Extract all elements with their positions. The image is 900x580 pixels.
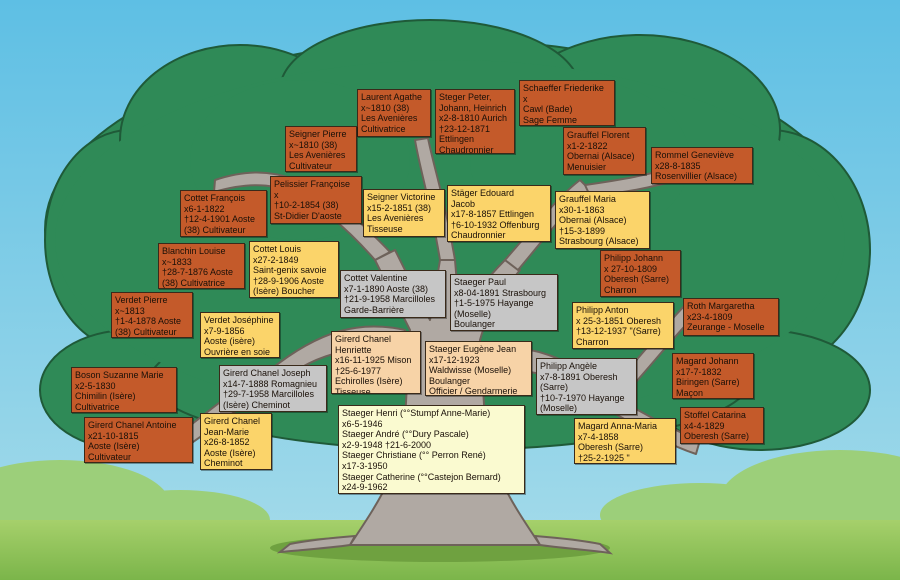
person-box-rommel-genevieve: Rommel Geneviève x28-8-1835 Rosenvillier… (651, 147, 753, 184)
tree-roots (276, 534, 614, 555)
person-box-philipp-anton: Philipp Anton x 25-3-1851 Oberesh †13-12… (572, 302, 674, 349)
person-box-cottet-valentine: Cottet Valentine x7-1-1890 Aoste (38) †2… (340, 270, 446, 318)
person-box-schaeffer-friederike: Schaeffer Friederike x Cawl (Bade) Sage … (519, 80, 615, 126)
person-box-cottet-francois: Cottet François x6-1-1822 †12-4-1901 Aos… (180, 190, 267, 237)
person-box-blanchin-louise: Blanchin Louise x~1833 †28-7-1876 Aoste … (158, 243, 245, 289)
person-box-boson-suzanne: Boson Suzanne Marie x2-5-1830 Chimilin (… (71, 367, 177, 413)
person-box-verdet-pierre: Verdet Pierre x~1813 †1-4-1878 Aoste (38… (111, 292, 193, 338)
person-box-laurent-agathe: Laurent Agathe x~1810 (38) Les Avenières… (357, 89, 431, 137)
person-box-cottet-louis: Cottet Louis x27-2-1849 Saint-genix savo… (249, 241, 339, 298)
person-box-girerd-antoine: Girerd Chanel Antoine x21-10-1815 Aoste … (84, 417, 193, 463)
person-box-stoffel-catarina: Stoffel Catarina x4-4-1829 Oberesh (Sarr… (680, 407, 764, 444)
person-box-philipp-johann: Philipp Johann x 27-10-1809 Oberesh (Sar… (600, 250, 681, 297)
person-box-steger-peter: Steger Peter, Johann, Heinrich x2-8-1810… (435, 89, 515, 154)
person-box-seigner-victorine: Seigner Victorine x15-2-1851 (38) Les Av… (363, 189, 445, 237)
person-box-verdet-josephine: Verdet Joséphine x7-9-1856 Aoste (isère)… (200, 312, 280, 358)
person-box-magard-johann: Magard Johann x17-7-1832 Biringen (Sarre… (672, 353, 754, 399)
person-box-girerd-joseph: Girerd Chanel Joseph x14-7-1888 Romagnie… (219, 365, 327, 412)
person-box-pelissier-francoise: Pelissier Françoise x †10-2-1854 (38) St… (270, 176, 362, 224)
person-box-grauffel-maria: Grauffel Maria x30-1-1863 Obernai (Alsac… (555, 191, 650, 249)
person-box-magard-anna-maria: Magard Anna-Maria x7-4-1858 Oberesh (Sar… (574, 418, 676, 464)
person-box-stager-edouard: Stäger Edouard Jacob x17-8-1857 Ettlinge… (447, 185, 551, 242)
person-box-girerd-jean-marie: Girerd Chanel Jean-Marie x26-8-1852 Aost… (200, 413, 272, 470)
person-box-staeger-paul: Staeger Paul x8-04-1891 Strasbourg †1-5-… (450, 274, 558, 331)
person-box-seigner-pierre: Seigner Pierre x~1810 (38) Les Avenières… (285, 126, 357, 172)
person-box-roth-margaretha: Roth Margaretha x23-4-1809 Zeurange - Mo… (683, 298, 779, 336)
person-box-grauffel-florent: Grauffel Florent x1-2-1822 Obernai (Alsa… (563, 127, 646, 175)
person-box-philipp-angele: Philipp Angèle x7-8-1891 Oberesh (Sarre)… (536, 358, 637, 415)
person-box-staeger-children: Staeger Henri (°°Stumpf Anne-Marie) x6-5… (338, 405, 525, 494)
person-box-girerd-henriette: Girerd Chanel Henriette x16-11-1925 Miso… (331, 331, 421, 394)
person-box-staeger-eugene: Staeger Eugène Jean x17-12-1923 Waldwiss… (425, 341, 532, 396)
